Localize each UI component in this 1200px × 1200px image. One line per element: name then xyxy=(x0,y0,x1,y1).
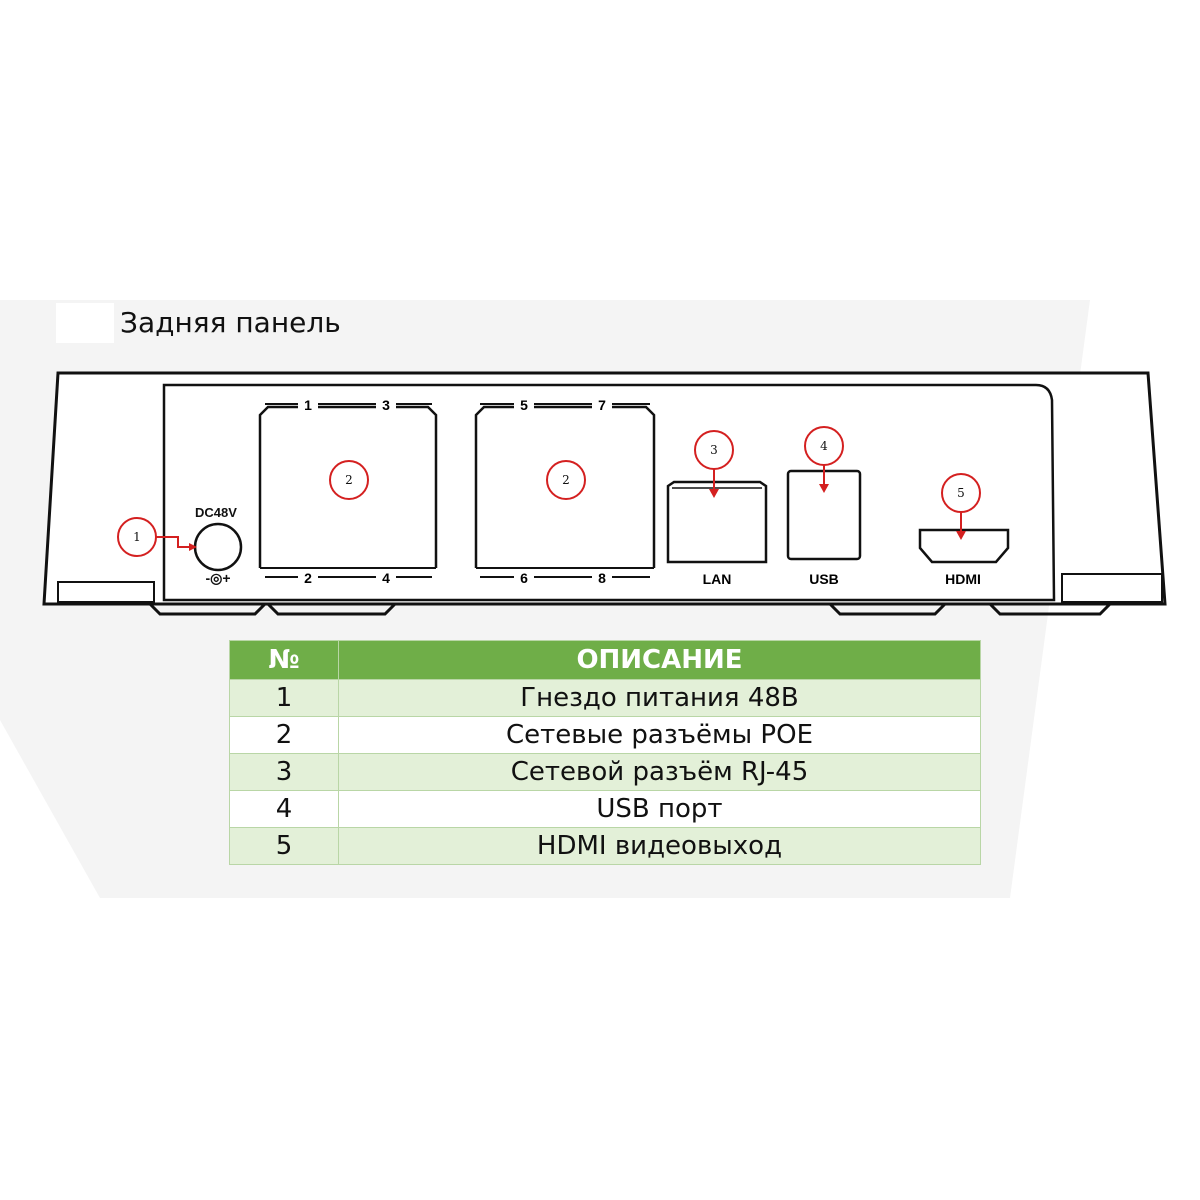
title-box xyxy=(56,303,114,343)
power-polarity: -◎+ xyxy=(205,570,230,586)
row-num: 3 xyxy=(229,753,339,791)
poe-port-group-b: 5 7 6 8 xyxy=(474,396,656,586)
row-desc: Сетевые разъёмы POE xyxy=(338,716,981,754)
port-number: 6 xyxy=(520,570,528,586)
port-number: 2 xyxy=(304,570,312,586)
callout-2a-circle xyxy=(329,460,369,500)
description-table: № ОПИСАНИЕ 1 Гнездо питания 48В 2 Сетевы… xyxy=(229,640,981,865)
rear-panel-diagram: DC48V -◎+ 1 3 2 4 5 7 6 8 LAN xyxy=(42,371,1167,616)
row-num: 4 xyxy=(229,790,339,828)
callouts xyxy=(117,426,981,557)
table-header-row: № ОПИСАНИЕ xyxy=(229,640,981,680)
usb-label: USB xyxy=(809,571,839,587)
callout-3-label: 3 xyxy=(710,443,718,457)
row-num: 2 xyxy=(229,716,339,754)
port-number: 8 xyxy=(598,570,606,586)
callout-5-label: 5 xyxy=(957,486,965,500)
port-number: 4 xyxy=(382,570,390,586)
hdmi-label: HDMI xyxy=(945,571,981,587)
callout-2a-label: 2 xyxy=(345,473,353,487)
header-desc: ОПИСАНИЕ xyxy=(338,640,981,680)
power-label: DC48V xyxy=(195,505,237,520)
row-num: 1 xyxy=(229,679,339,717)
hdmi-port: HDMI xyxy=(918,528,1010,587)
usb-port: USB xyxy=(786,469,862,587)
table-row: 4 USB порт xyxy=(229,790,981,828)
page-title: Задняя панель xyxy=(120,306,341,339)
table-row: 2 Сетевые разъёмы POE xyxy=(229,716,981,754)
port-number: 3 xyxy=(382,397,390,413)
device-housing xyxy=(42,371,1167,616)
lan-label: LAN xyxy=(703,571,732,587)
table-row: 5 HDMI видеовыход xyxy=(229,827,981,865)
callout-4-label: 4 xyxy=(820,439,828,453)
table-row: 1 Гнездо питания 48В xyxy=(229,679,981,717)
row-desc: Сетевой разъём RJ-45 xyxy=(338,753,981,791)
port-number: 1 xyxy=(304,397,312,413)
header-num: № xyxy=(229,640,339,680)
callout-2b-circle xyxy=(546,460,586,500)
lan-port: LAN xyxy=(666,480,768,587)
row-desc: Гнездо питания 48В xyxy=(338,679,981,717)
port-number: 5 xyxy=(520,397,528,413)
row-desc: USB порт xyxy=(338,790,981,828)
poe-port-group-a: 1 3 2 4 xyxy=(258,396,438,586)
callout-2b-label: 2 xyxy=(562,473,570,487)
row-num: 5 xyxy=(229,827,339,865)
table-row: 3 Сетевой разъём RJ-45 xyxy=(229,753,981,791)
callout-1-label: 1 xyxy=(133,530,141,544)
row-desc: HDMI видеовыход xyxy=(338,827,981,865)
port-number: 7 xyxy=(598,397,606,413)
